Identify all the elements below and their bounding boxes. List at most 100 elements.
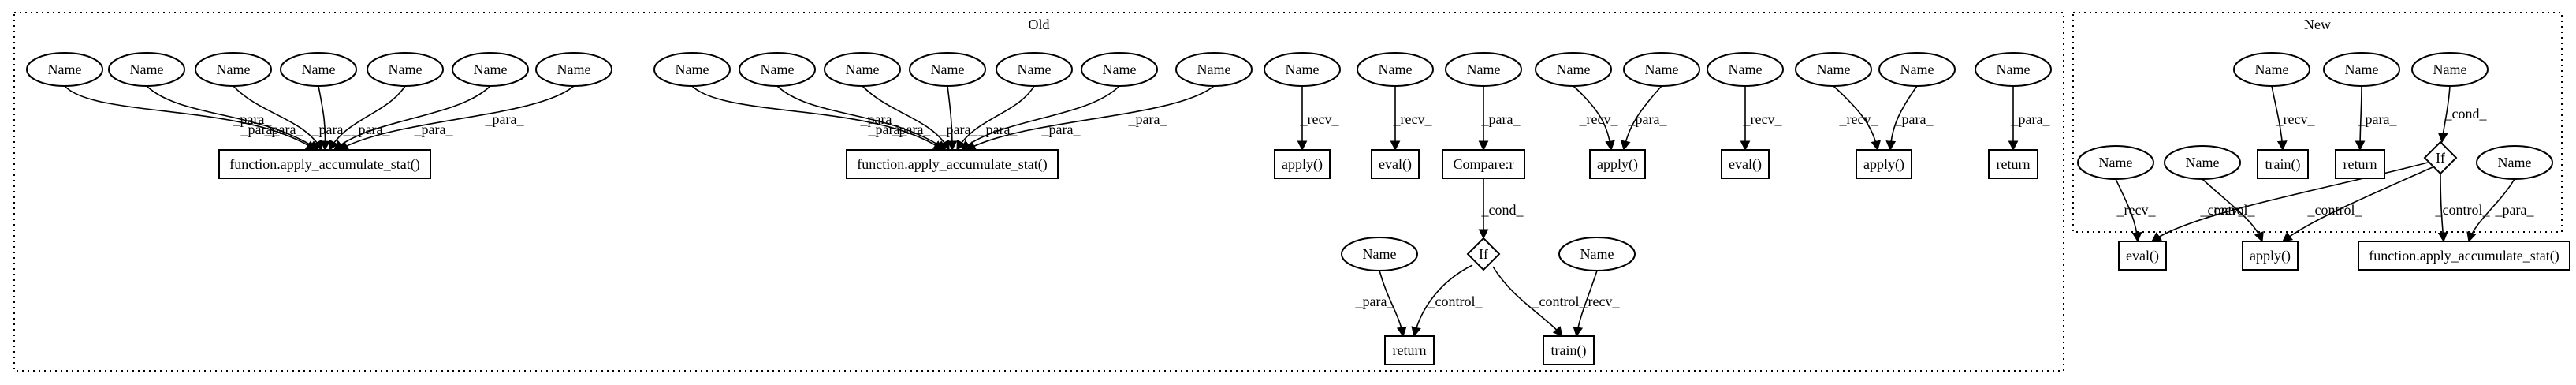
edge-label: _cond_ bbox=[1481, 202, 1524, 218]
node-n_n1: Name bbox=[2233, 52, 2310, 87]
node-ellipse bbox=[1707, 52, 1784, 87]
node-label: Name bbox=[48, 62, 82, 77]
edge-label: _para_ bbox=[1128, 111, 1168, 127]
node-label: apply() bbox=[1282, 156, 1323, 173]
edge-o_n21-o_apply3: _recv_ bbox=[1833, 85, 1882, 151]
edge-o_n11-o_f2: _para_ bbox=[939, 85, 979, 151]
node-o_eval1: eval() bbox=[1371, 149, 1420, 179]
edge-label: _recv_ bbox=[1839, 111, 1879, 127]
edge-line bbox=[961, 85, 1120, 151]
edge-label: _para_ bbox=[868, 121, 908, 137]
node-o_n15: Name bbox=[1264, 52, 1341, 87]
edge-o_n8-o_f2: _para_ bbox=[691, 85, 944, 151]
edge-line bbox=[1411, 264, 1473, 338]
edge-o_n19-o_apply2: _para_ bbox=[1620, 85, 1668, 151]
edge-o_n18-o_apply2: _recv_ bbox=[1573, 85, 1619, 151]
node-n_apply: apply() bbox=[2242, 241, 2299, 271]
node-o_n21: Name bbox=[1795, 52, 1872, 87]
edge-o_n3-o_f1: _para_ bbox=[233, 85, 322, 151]
node-o_n2: Name bbox=[108, 52, 185, 87]
edge-label: _para_ bbox=[264, 121, 304, 137]
edge-line bbox=[2115, 178, 2142, 243]
edge-label: _para_ bbox=[2011, 111, 2051, 127]
node-label: Name bbox=[1900, 62, 1934, 77]
node-box bbox=[1274, 149, 1331, 179]
node-label: Name bbox=[1197, 62, 1231, 77]
node-label: Name bbox=[389, 62, 423, 77]
node-o_n16: Name bbox=[1357, 52, 1434, 87]
node-label: Name bbox=[2099, 155, 2133, 170]
node-o_train: train() bbox=[1543, 335, 1595, 365]
node-ellipse bbox=[26, 52, 103, 87]
node-label: return bbox=[1997, 156, 2031, 172]
node-ellipse bbox=[1623, 52, 1700, 87]
edge-o_n20-o_eval2: _recv_ bbox=[1740, 86, 1783, 151]
edge-label: _para_ bbox=[860, 111, 900, 127]
edge-line bbox=[2355, 85, 2366, 151]
node-ellipse bbox=[1175, 52, 1253, 87]
edge-n_n1-n_train: _recv_ bbox=[2271, 85, 2315, 151]
edge-label: _para_ bbox=[1628, 111, 1668, 127]
node-label: eval() bbox=[1729, 156, 1762, 173]
node-ellipse bbox=[195, 52, 272, 87]
edge-label: _para_ bbox=[311, 121, 352, 137]
edge-line bbox=[947, 85, 958, 151]
edge-line bbox=[1885, 85, 1918, 151]
node-label: Name bbox=[761, 62, 795, 77]
node-o_ret2: return bbox=[1384, 335, 1435, 365]
node-o_cmp: Compare:r bbox=[1442, 149, 1525, 179]
edge-o_n12-o_f2: _para_ bbox=[956, 85, 1035, 151]
edge-label: _para_ bbox=[1355, 293, 1395, 309]
node-o_n19: Name bbox=[1623, 52, 1700, 87]
node-label: Name bbox=[1729, 62, 1763, 77]
node-box bbox=[1721, 149, 1770, 179]
edge-label: _para_ bbox=[939, 121, 979, 137]
node-o_eval2: eval() bbox=[1721, 149, 1770, 179]
node-ellipse bbox=[280, 52, 357, 87]
node-ellipse bbox=[1264, 52, 1341, 87]
node-box bbox=[1442, 149, 1525, 179]
edge-line bbox=[965, 85, 1215, 151]
node-ellipse bbox=[2233, 52, 2310, 87]
node-label: train() bbox=[2265, 156, 2301, 173]
edge-o_n2-o_f1: _para_ bbox=[146, 85, 320, 151]
node-label: return bbox=[2343, 156, 2377, 172]
node-ellipse bbox=[739, 52, 816, 87]
node-label: eval() bbox=[1379, 156, 1412, 173]
edge-label: _recv_ bbox=[1743, 111, 1783, 127]
node-label: Name bbox=[2186, 155, 2220, 170]
node-o_f2: function.apply_accumulate_stat() bbox=[846, 149, 1059, 179]
edge-label: _recv_ bbox=[1579, 111, 1619, 127]
edge-line bbox=[2150, 162, 2429, 242]
node-n_n4: Name bbox=[2077, 145, 2154, 180]
node-ellipse bbox=[1535, 52, 1612, 87]
node-label: Name bbox=[217, 62, 251, 77]
edge-label: _para_ bbox=[1894, 111, 1934, 127]
node-ellipse bbox=[824, 52, 901, 87]
node-label: Name bbox=[130, 62, 164, 77]
node-label: function.apply_accumulate_stat() bbox=[2369, 248, 2559, 264]
node-label: Name bbox=[2255, 62, 2289, 77]
edge-o_n23-o_ret1: _para_ bbox=[2008, 86, 2051, 151]
edge-line bbox=[2466, 178, 2515, 243]
node-label: eval() bbox=[2126, 248, 2159, 264]
node-o_if: If bbox=[1466, 237, 1501, 271]
node-n_n3: Name bbox=[2411, 52, 2489, 87]
node-box bbox=[2118, 241, 2167, 271]
edge-label: _para_ bbox=[1481, 111, 1521, 127]
edge-label: _recv_ bbox=[1300, 111, 1340, 127]
edge-line bbox=[2202, 178, 2264, 243]
node-o_n8: Name bbox=[653, 52, 731, 87]
edge-o_n10-o_f2: _para_ bbox=[862, 85, 950, 151]
node-ellipse bbox=[1445, 52, 1522, 87]
node-ellipse bbox=[1878, 52, 1956, 87]
edge-label: _para_ bbox=[2495, 202, 2535, 218]
node-o_n23: Name bbox=[1975, 52, 2052, 87]
node-label: Name bbox=[1997, 62, 2031, 77]
edge-line bbox=[1620, 85, 1662, 151]
edge-n_n3-n_if: _cond_ bbox=[2437, 85, 2487, 144]
node-o_ret1: return bbox=[1988, 149, 2038, 179]
edge-line bbox=[691, 85, 944, 151]
edge-line bbox=[2437, 85, 2451, 144]
node-box bbox=[2358, 241, 2570, 271]
